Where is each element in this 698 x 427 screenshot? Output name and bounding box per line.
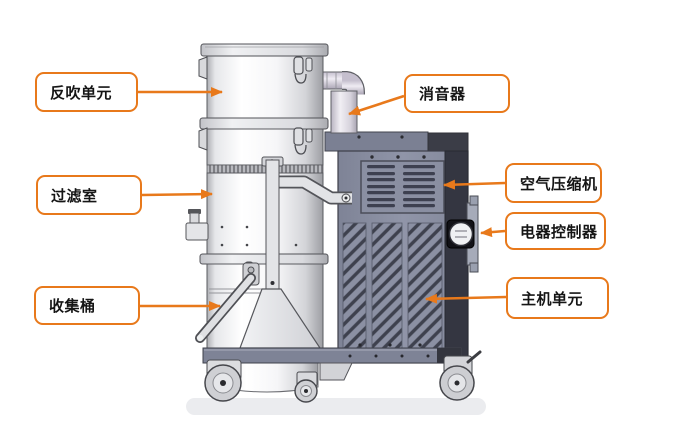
label-muffler: 消音器 bbox=[404, 74, 510, 113]
side-valve bbox=[185, 209, 209, 241]
label-air-compressor-text: 空气压缩机 bbox=[520, 175, 598, 193]
label-collection-bucket-text: 收集桶 bbox=[49, 298, 96, 315]
cabinet bbox=[324, 131, 479, 364]
leader-electrical-controller bbox=[480, 227, 506, 238]
compressor-vent-panel bbox=[360, 160, 445, 214]
caster-left bbox=[204, 359, 242, 402]
frame-and-funnel bbox=[195, 156, 352, 349]
label-electrical-controller: 电器控制器 bbox=[505, 212, 606, 250]
label-muffler-text: 消音器 bbox=[419, 86, 466, 103]
label-electrical-controller-text: 电器控制器 bbox=[520, 223, 598, 241]
leader-filter-chamber bbox=[141, 189, 213, 200]
label-blowback-unit-text: 反吹单元 bbox=[50, 84, 113, 102]
label-filter-chamber-text: 过滤室 bbox=[51, 187, 98, 205]
casters bbox=[204, 350, 482, 403]
label-main-unit: 主机单元 bbox=[506, 277, 609, 319]
ground-shadow bbox=[186, 398, 486, 415]
label-blowback-unit: 反吹单元 bbox=[35, 72, 138, 112]
leader-air-compressor bbox=[443, 179, 506, 190]
caster-middle bbox=[294, 371, 318, 403]
label-filter-chamber: 过滤室 bbox=[36, 175, 142, 215]
leader-main-unit bbox=[425, 293, 507, 304]
caster-right bbox=[439, 350, 482, 401]
controller-knob bbox=[446, 195, 479, 273]
muffler-pipe bbox=[317, 71, 365, 134]
release-lever bbox=[195, 262, 260, 343]
label-collection-bucket: 收集桶 bbox=[34, 286, 140, 325]
leader-lines bbox=[138, 87, 507, 311]
base-frame bbox=[202, 347, 462, 381]
label-main-unit-text: 主机单元 bbox=[521, 290, 584, 308]
diagonal-vents bbox=[342, 222, 443, 352]
label-air-compressor: 空气压缩机 bbox=[505, 163, 602, 203]
leader-muffler bbox=[348, 94, 405, 116]
